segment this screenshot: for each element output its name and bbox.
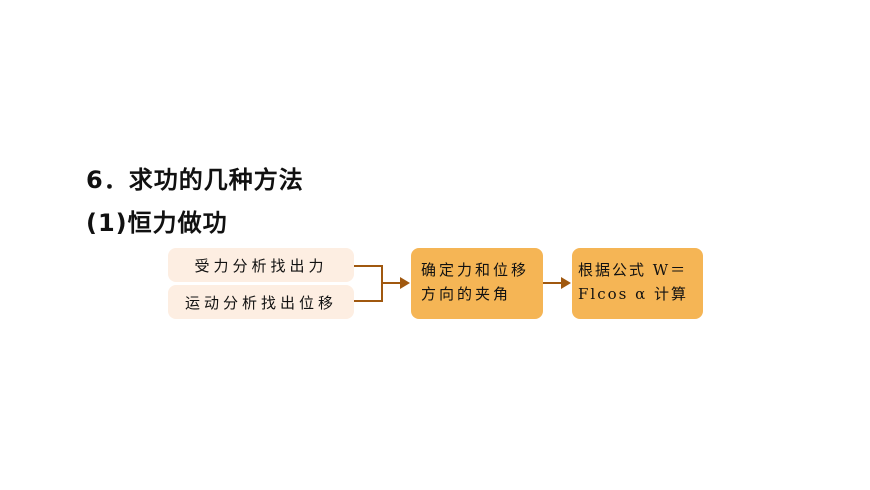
section-heading: 6．求功的几种方法 bbox=[86, 166, 304, 194]
subsection-heading: (1)恒力做功 bbox=[86, 209, 228, 237]
formula-box: 根据公式 W＝ Flcos α 计算 bbox=[572, 248, 703, 319]
force-analysis-label: 受力分析找出力 bbox=[194, 256, 328, 275]
formula-box-line1: 根据公式 W＝ bbox=[578, 261, 688, 279]
motion-analysis-label: 运动分析找出位移 bbox=[184, 293, 337, 312]
force-analysis-box: 受力分析找出力 bbox=[168, 248, 354, 282]
angle-box: 确定力和位移 方向的夹角 bbox=[411, 248, 543, 319]
angle-box-line2: 方向的夹角 bbox=[421, 285, 512, 303]
motion-analysis-box: 运动分析找出位移 bbox=[168, 285, 354, 319]
bracket-connector bbox=[354, 265, 383, 302]
arrowhead-1-icon bbox=[400, 277, 410, 289]
formula-box-line2: Flcos α 计算 bbox=[578, 285, 689, 303]
arrowhead-2-icon bbox=[561, 277, 571, 289]
angle-box-line1: 确定力和位移 bbox=[421, 261, 530, 279]
